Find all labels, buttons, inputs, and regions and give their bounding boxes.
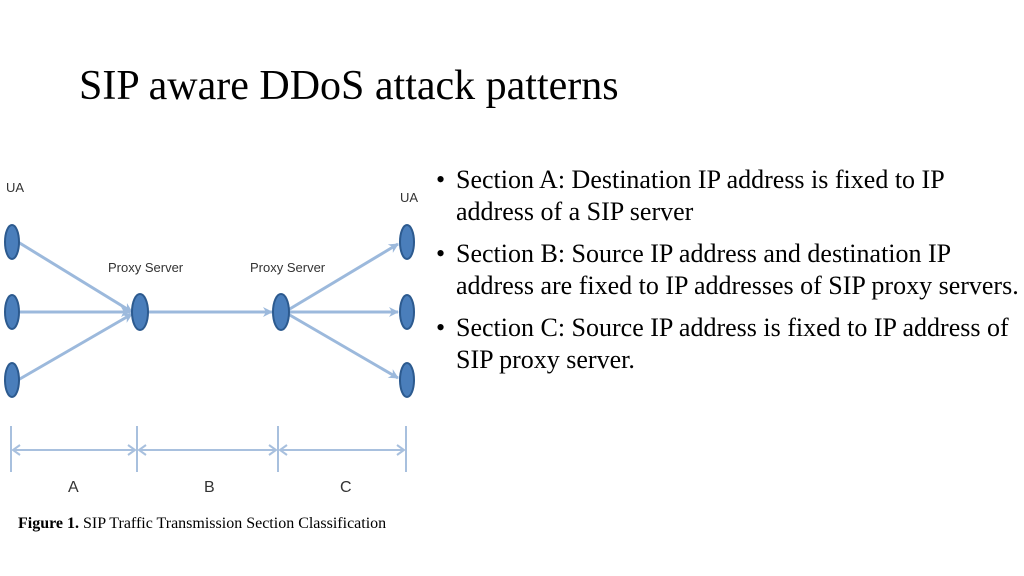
section-label-c: C	[340, 479, 352, 496]
sip-traffic-diagram: UA UA Proxy Server Proxy Server A	[4, 180, 418, 496]
proxy-server-node-2	[272, 293, 290, 331]
section-dividers	[10, 426, 407, 472]
ua-node-left-2	[4, 294, 20, 330]
section-description-list: • Section A: Destination IP address is f…	[436, 164, 1020, 386]
bullet-text: Section C: Source IP address is fixed to…	[456, 313, 1009, 374]
link-ua3-proxy1	[17, 312, 133, 382]
figure-caption: Figure 1. SIP Traffic Transmission Secti…	[18, 514, 386, 534]
bullet-marker: •	[436, 313, 446, 342]
ua-node-left-3	[4, 362, 20, 398]
bullet-text: Section A: Destination IP address is fix…	[456, 165, 944, 226]
ua-right-label: UA	[400, 190, 418, 205]
link-proxy2-ua4	[287, 242, 399, 312]
section-label-a: A	[68, 479, 79, 496]
ua-left-label: UA	[6, 180, 24, 195]
link-proxy2-ua6	[287, 312, 399, 380]
slide-title: SIP aware DDoS attack patterns	[79, 63, 619, 109]
figure-caption-text: SIP Traffic Transmission Section Classif…	[79, 515, 387, 532]
ua-node-right-1	[399, 224, 415, 260]
proxy-server-1-label: Proxy Server	[108, 260, 184, 275]
figure-label: Figure 1.	[18, 515, 80, 532]
bullet-section-b: • Section B: Source IP address and desti…	[436, 238, 1020, 302]
bullet-marker: •	[436, 165, 446, 194]
bullet-marker: •	[436, 239, 446, 268]
link-ua1-proxy1	[17, 240, 133, 314]
proxy-server-2-label: Proxy Server	[250, 260, 326, 275]
bullet-section-c: • Section C: Source IP address is fixed …	[436, 312, 1020, 376]
ua-node-left-1	[4, 224, 20, 260]
ua-node-right-2	[399, 294, 415, 330]
section-arrows	[11, 444, 406, 456]
proxy-server-node-1	[131, 293, 149, 331]
ua-node-right-3	[399, 362, 415, 398]
bullet-text: Section B: Source IP address and destina…	[456, 239, 1019, 300]
section-label-b: B	[204, 479, 215, 496]
bullet-section-a: • Section A: Destination IP address is f…	[436, 164, 1020, 228]
